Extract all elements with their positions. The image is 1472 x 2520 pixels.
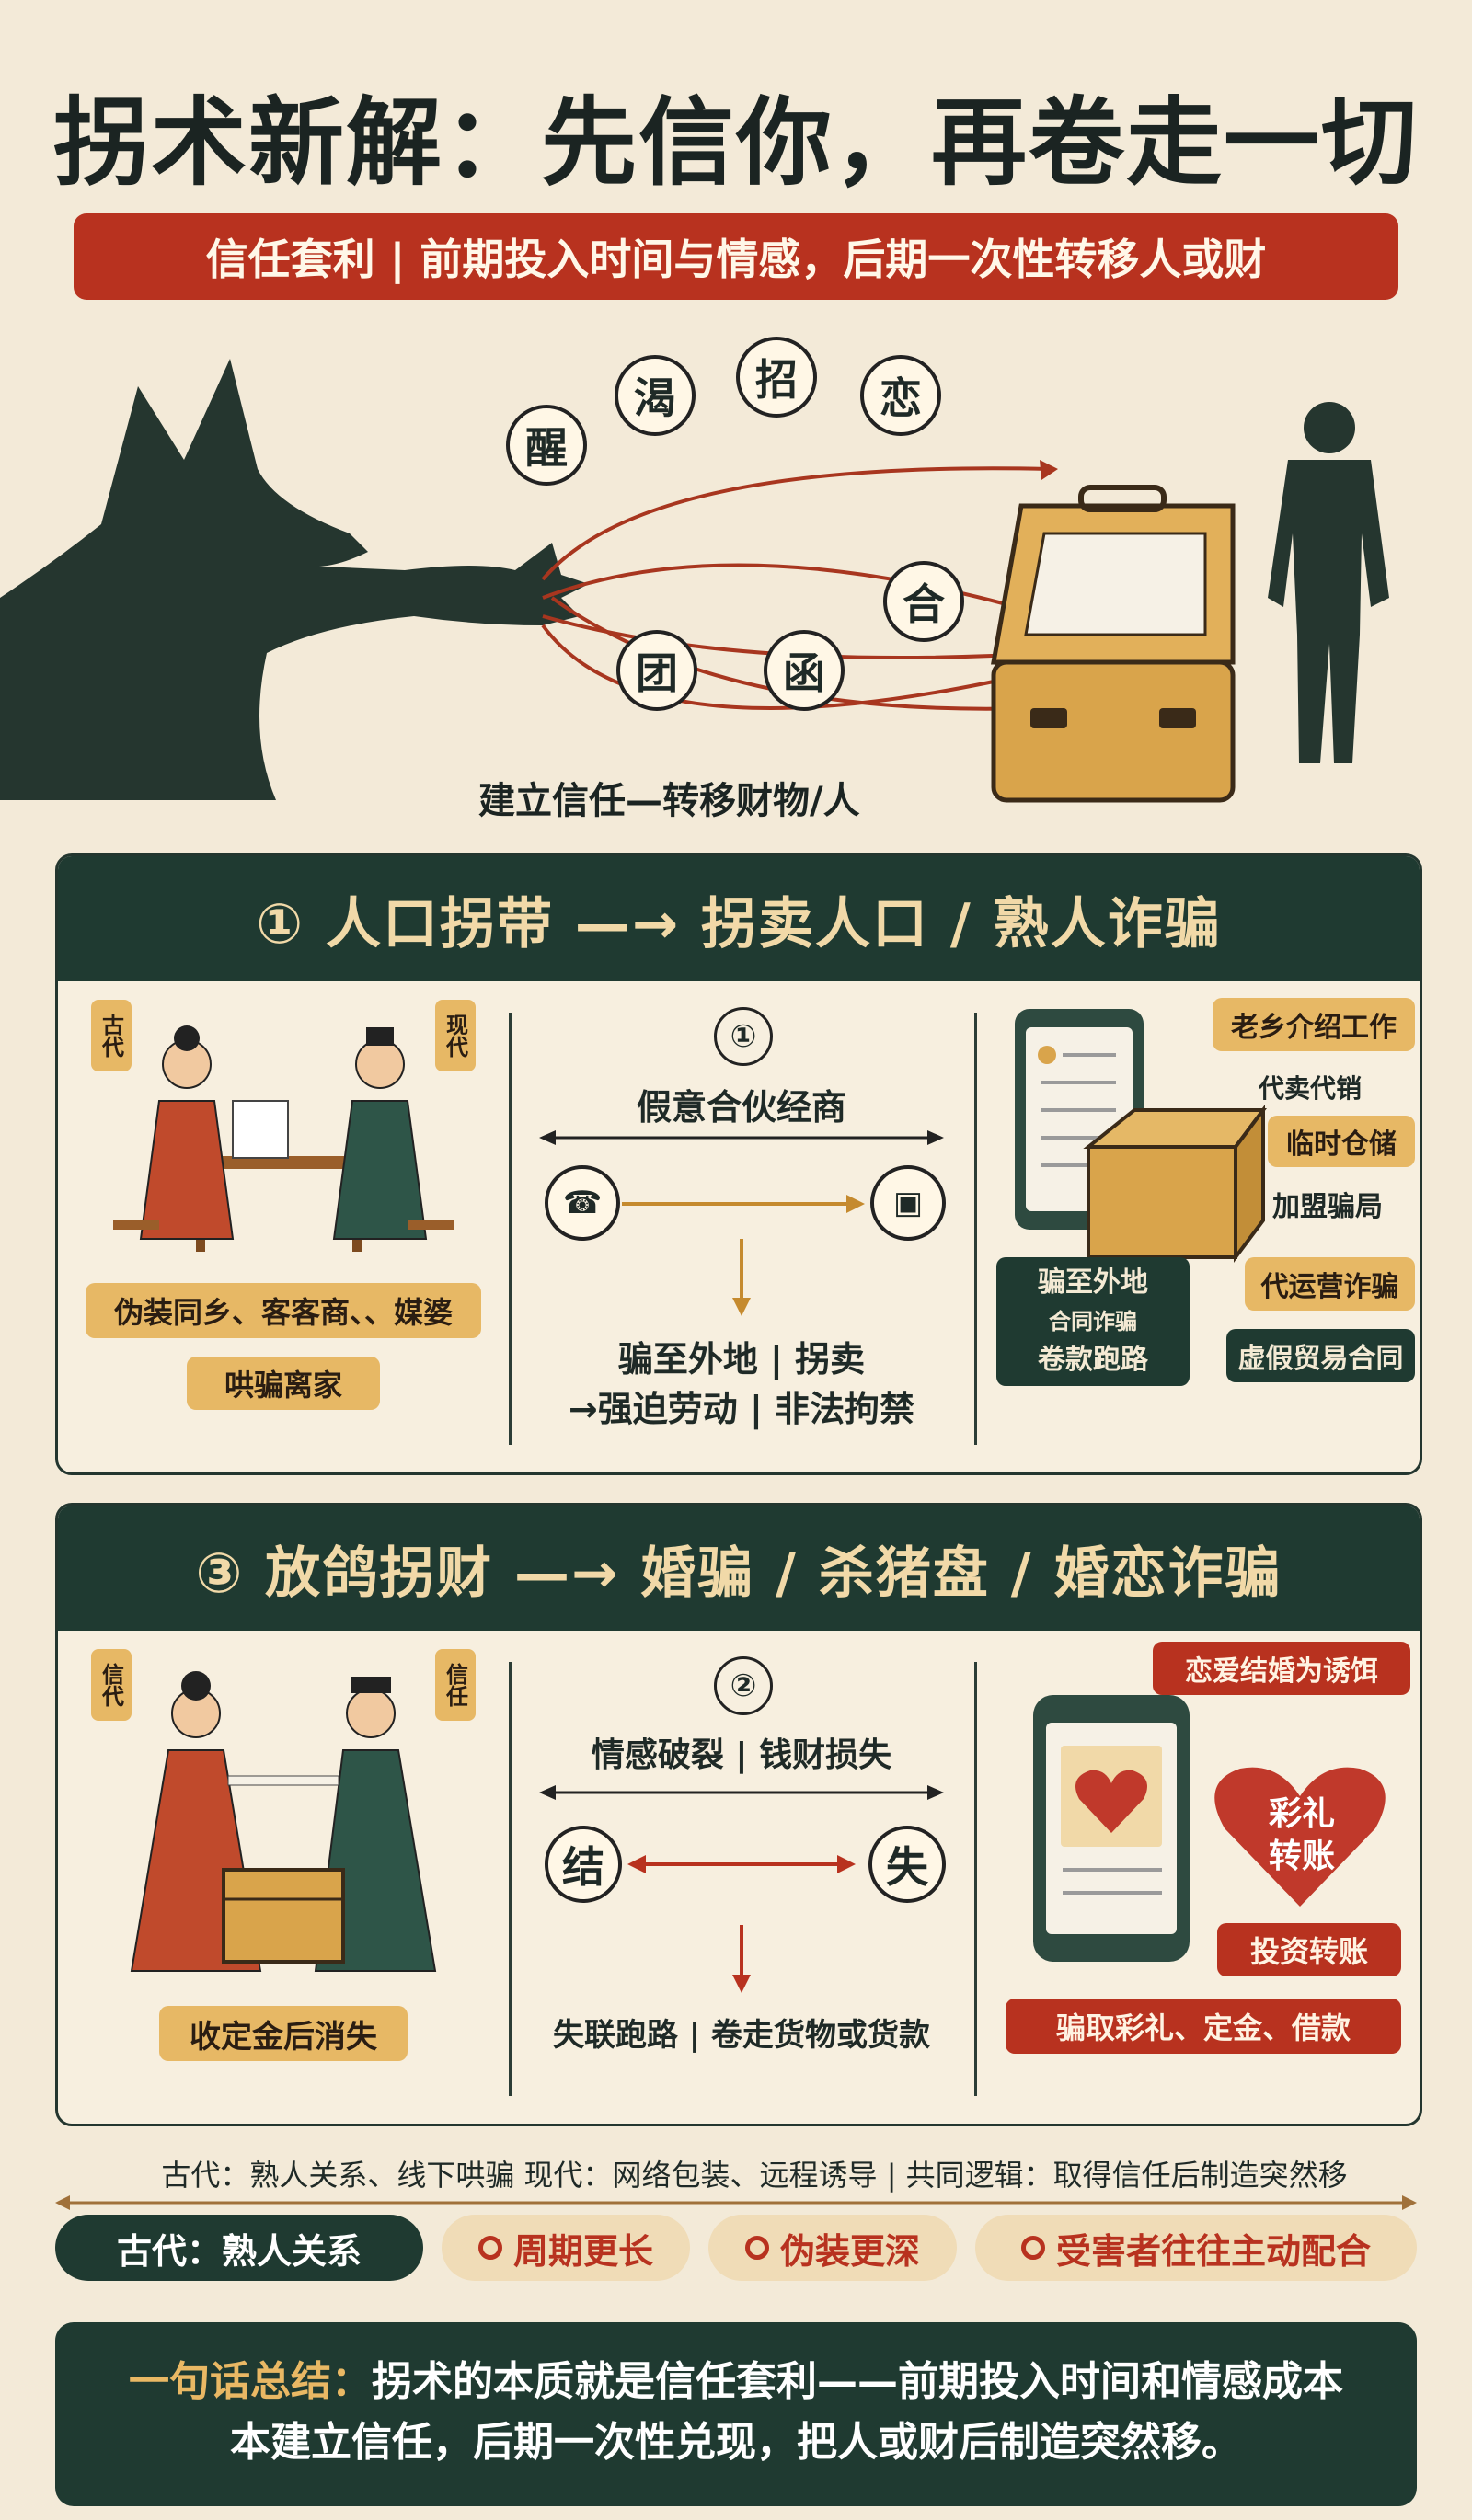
badge-icon: 渴 [615,355,696,436]
walking-man-icon [1268,402,1389,763]
step-label: 情感破裂 | 钱财损失 [591,1736,892,1774]
hero-scene [0,359,1389,803]
result-line: →强迫劳动 | 非法拘禁 [568,1389,915,1429]
ops-fraud-tag: 代运营诈骗 [1245,1257,1415,1311]
heart-text: 转账 [1269,1838,1336,1875]
column-divider [509,1662,512,2096]
badge-icon: 招 [736,337,817,418]
comparison-line: 古代：熟人关系、线下哄骗 现代：网络包装、远程诱导 | 共同逻辑：取得信任后制造… [161,2158,1348,2193]
left-column: 古代 现代 伪装同乡、客客商、、媒婆 哄骗离家 [58,981,509,1472]
badge-icon: 醒 [506,405,587,486]
flow-arrows [539,1130,944,1316]
summary-line-2: 本建立信任，后期一次性兑现，把人或财后制造突然移。 [230,2419,1242,2466]
phone-icon: ☎ [545,1165,620,1241]
badge-icon: 团 [616,630,697,711]
franchise-text: 加盟骗局 [1272,1191,1383,1223]
section-heading: ① 人口拐带 —→ 拐卖人口 / 熟人诈骗 [58,856,1420,981]
trust-arrows [541,466,1050,711]
bag-icon: ▣ [870,1165,946,1241]
fraud-box-line: 骗至外地 [1038,1266,1148,1299]
column-divider [974,1013,977,1445]
comparison-arrow [55,2195,1417,2210]
dot-icon [477,2236,502,2260]
badge-icon: 合 [883,561,964,642]
lure-tag: 哄骗离家 [187,1357,380,1410]
phone-heart-illustration [1033,1695,1386,1962]
fraud-box-line: 卷款跑路 [1038,1344,1148,1376]
deposit-fraud-tag: 骗取彩礼、定金、借款 [1006,1999,1401,2054]
page-title: 拐术新解：先信你，再卷走一切 [52,86,1419,199]
column-divider [509,1013,512,1445]
era-tag: 现代 [435,1000,476,1071]
era-tag: 古代 [91,1000,132,1071]
result-line: 骗至外地 | 拐卖 [617,1339,866,1380]
dowry-handover-illustration [130,1671,437,1972]
invest-tag: 投资转账 [1217,1923,1401,1976]
loss-icon: 失 [868,1826,946,1903]
badge-icon: 恋 [860,355,941,436]
middle-column: ② 情感破裂 | 钱财损失 结 失 失联跑路 | 卷走货物或货款 [512,1631,972,2124]
fraud-box: 骗至外地 合同诈骗 卷款跑路 [996,1257,1190,1386]
pill-label: 周期更长 [512,2230,653,2272]
disguise-tag: 伪装同乡、客客商、、媒婆 [86,1283,481,1338]
summary-box: 一句话总结：拐术的本质就是信任套利——前期投入时间和情感成本 本建立信任，后期一… [55,2322,1417,2506]
contract-box-illustration [1015,1009,1267,1263]
pill-label: 受害者往往主动配合 [1055,2230,1371,2272]
fraud-box-line: 合同诈骗 [1049,1309,1137,1334]
result-line: 失联跑路 | 卷走货物或货款 [552,2017,931,2054]
section-heading: ③ 放鸽拐财 —→ 婚骗 / 杀猪盘 / 婚恋诈骗 [58,1506,1420,1631]
step-label: 假意合伙经商 [636,1087,846,1128]
step-number: ① [714,1007,773,1066]
section-human-abduction: ① 人口拐带 —→ 拐卖人口 / 熟人诈骗 古代 现代 伪装同乡、客客商、、媒婆… [55,853,1422,1475]
pill-label: 伪装更深 [779,2230,920,2272]
pill-victim-cooperates: 受害者往往主动配合 [975,2215,1417,2281]
dot-icon [744,2236,769,2260]
tie-icon: 结 [545,1826,622,1903]
hero-caption: 建立信任—转移财物/人 [478,780,860,822]
left-column: 信代 信任 收定金后消失 [58,1631,509,2124]
middle-column: ① 假意合伙经商 ☎ ▣ 骗至外地 | 拐卖 →强迫劳动 | 非法拘禁 [512,981,972,1472]
summary-lead: 一句话总结： [129,2358,372,2405]
era-tag: 信代 [91,1649,132,1721]
summary-line-1: 一句话总结：拐术的本质就是信任套利——前期投入时间和情感成本 [55,2352,1417,2412]
summary-text: 拐术的本质就是信任套利——前期投入时间和情感成本 [372,2358,1343,2405]
suitcase-icon [991,485,1236,803]
step-number: ② [714,1656,773,1715]
right-column: 恋爱结婚为诱饵 彩礼 转账 投资转账 骗取彩礼、定金、借款 [978,1631,1420,2124]
pill-ancient: 古代：熟人关系 [55,2215,423,2281]
subtitle-banner: 信任套利 | 前期投入时间与情感，后期一次性转移人或财 [74,213,1398,300]
right-column: 老乡介绍工作 代卖代销 临时仓储 加盟骗局 代运营诈骗 虚假贸易合同 骗至外地 … [978,981,1420,1472]
heart-text: 彩礼 [1269,1795,1336,1833]
dot-icon [1020,2236,1045,2260]
pill-deeper-disguise: 伪装更深 [708,2215,957,2281]
hero-illustration: 醒 渴 招 恋 合 团 函 [0,322,1472,837]
feature-pills: 古代：熟人关系 周期更长 伪装更深 受害者往往主动配合 [55,2215,1417,2281]
badge-icon: 函 [764,630,845,711]
era-tag: 信任 [435,1649,476,1721]
consignment-text: 代卖代销 [1259,1073,1363,1104]
disappear-tag: 收定金后消失 [159,2006,408,2061]
job-referral-tag: 老乡介绍工作 [1213,998,1415,1051]
column-divider [974,1662,977,2096]
section-marriage-fraud: ③ 放鸽拐财 —→ 婚骗 / 杀猪盘 / 婚恋诈骗 信代 信任 收定金后消失 ②… [55,1503,1422,2126]
fox-silhouette-icon [0,359,589,800]
warehouse-tag: 临时仓储 [1268,1116,1415,1167]
fake-contract-tag: 虚假贸易合同 [1226,1329,1415,1382]
negotiation-illustration [113,1025,454,1252]
pill-longer-cycle: 周期更长 [442,2215,690,2281]
bait-tag: 恋爱结婚为诱饵 [1153,1642,1410,1695]
flow-arrows [539,1785,944,1993]
